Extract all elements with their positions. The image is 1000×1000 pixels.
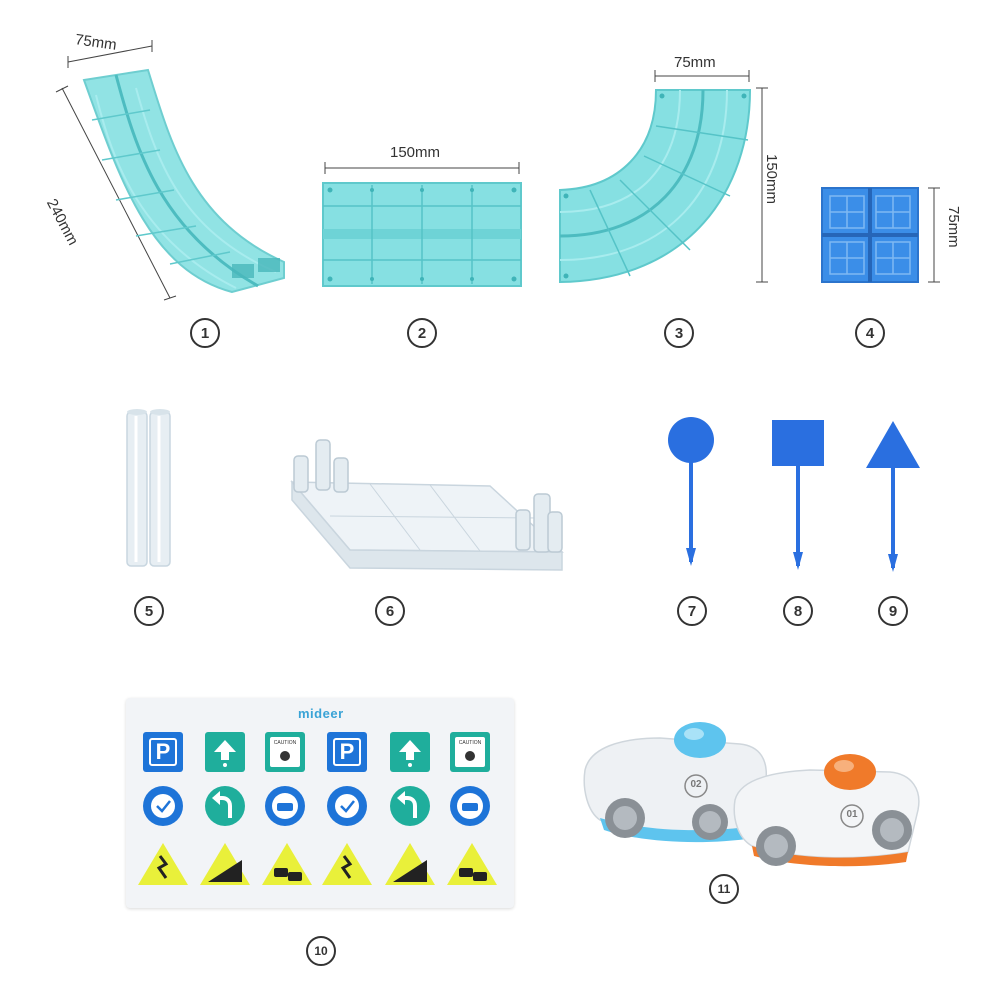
sticker-steep-hill-1 [200,843,250,885]
sticker-caution-text-2: CAUTION [458,740,482,746]
label-6: 6 [375,596,405,626]
sticker-parking-1 [143,732,183,772]
car-blue [583,722,768,843]
label-3: 3 [664,318,694,348]
sticker-caution-2 [450,732,490,772]
sticker-parking-letter-1: P [155,739,171,764]
sticker-steep-hill-2 [385,843,435,885]
label-10: 10 [306,936,336,966]
label-2: 2 [407,318,437,348]
sticker-arrow-up-1 [205,732,245,772]
sticker-car-wash-1 [265,786,305,826]
label-7: 7 [677,596,707,626]
sticker-arrow-up-2 [390,732,430,772]
sticker-car-wash-2 [450,786,490,826]
sticker-check-circle-1 [143,786,183,826]
sticker-slippery-2 [322,843,372,885]
label-9: 9 [878,596,908,626]
label-5: 5 [134,596,164,626]
sticker-parking-2 [327,732,367,772]
sticker-check-circle-2 [327,786,367,826]
sticker-accident-1 [262,843,312,885]
item3-width-label: 75mm [674,54,716,71]
item2-width-label: 150mm [390,144,441,161]
car-blue-number: 02 [690,779,702,790]
sticker-sheet: mideer [126,698,514,908]
sticker-turn-left-1 [205,786,245,826]
sticker-caution-1 [265,732,305,772]
car-orange-number: 01 [846,809,858,820]
label-11: 11 [709,874,739,904]
car-orange [733,754,920,867]
sticker-turn-left-2 [390,786,430,826]
sticker-parking-letter-2: P [339,739,355,764]
sticker-slippery-1 [138,843,188,885]
sticker-accident-2 [447,843,497,885]
label-1: 1 [190,318,220,348]
sticker-caution-text-1: CAUTION [273,740,297,746]
label-4: 4 [855,318,885,348]
sticker-sheet-brand: mideer [298,706,344,721]
label-8: 8 [783,596,813,626]
